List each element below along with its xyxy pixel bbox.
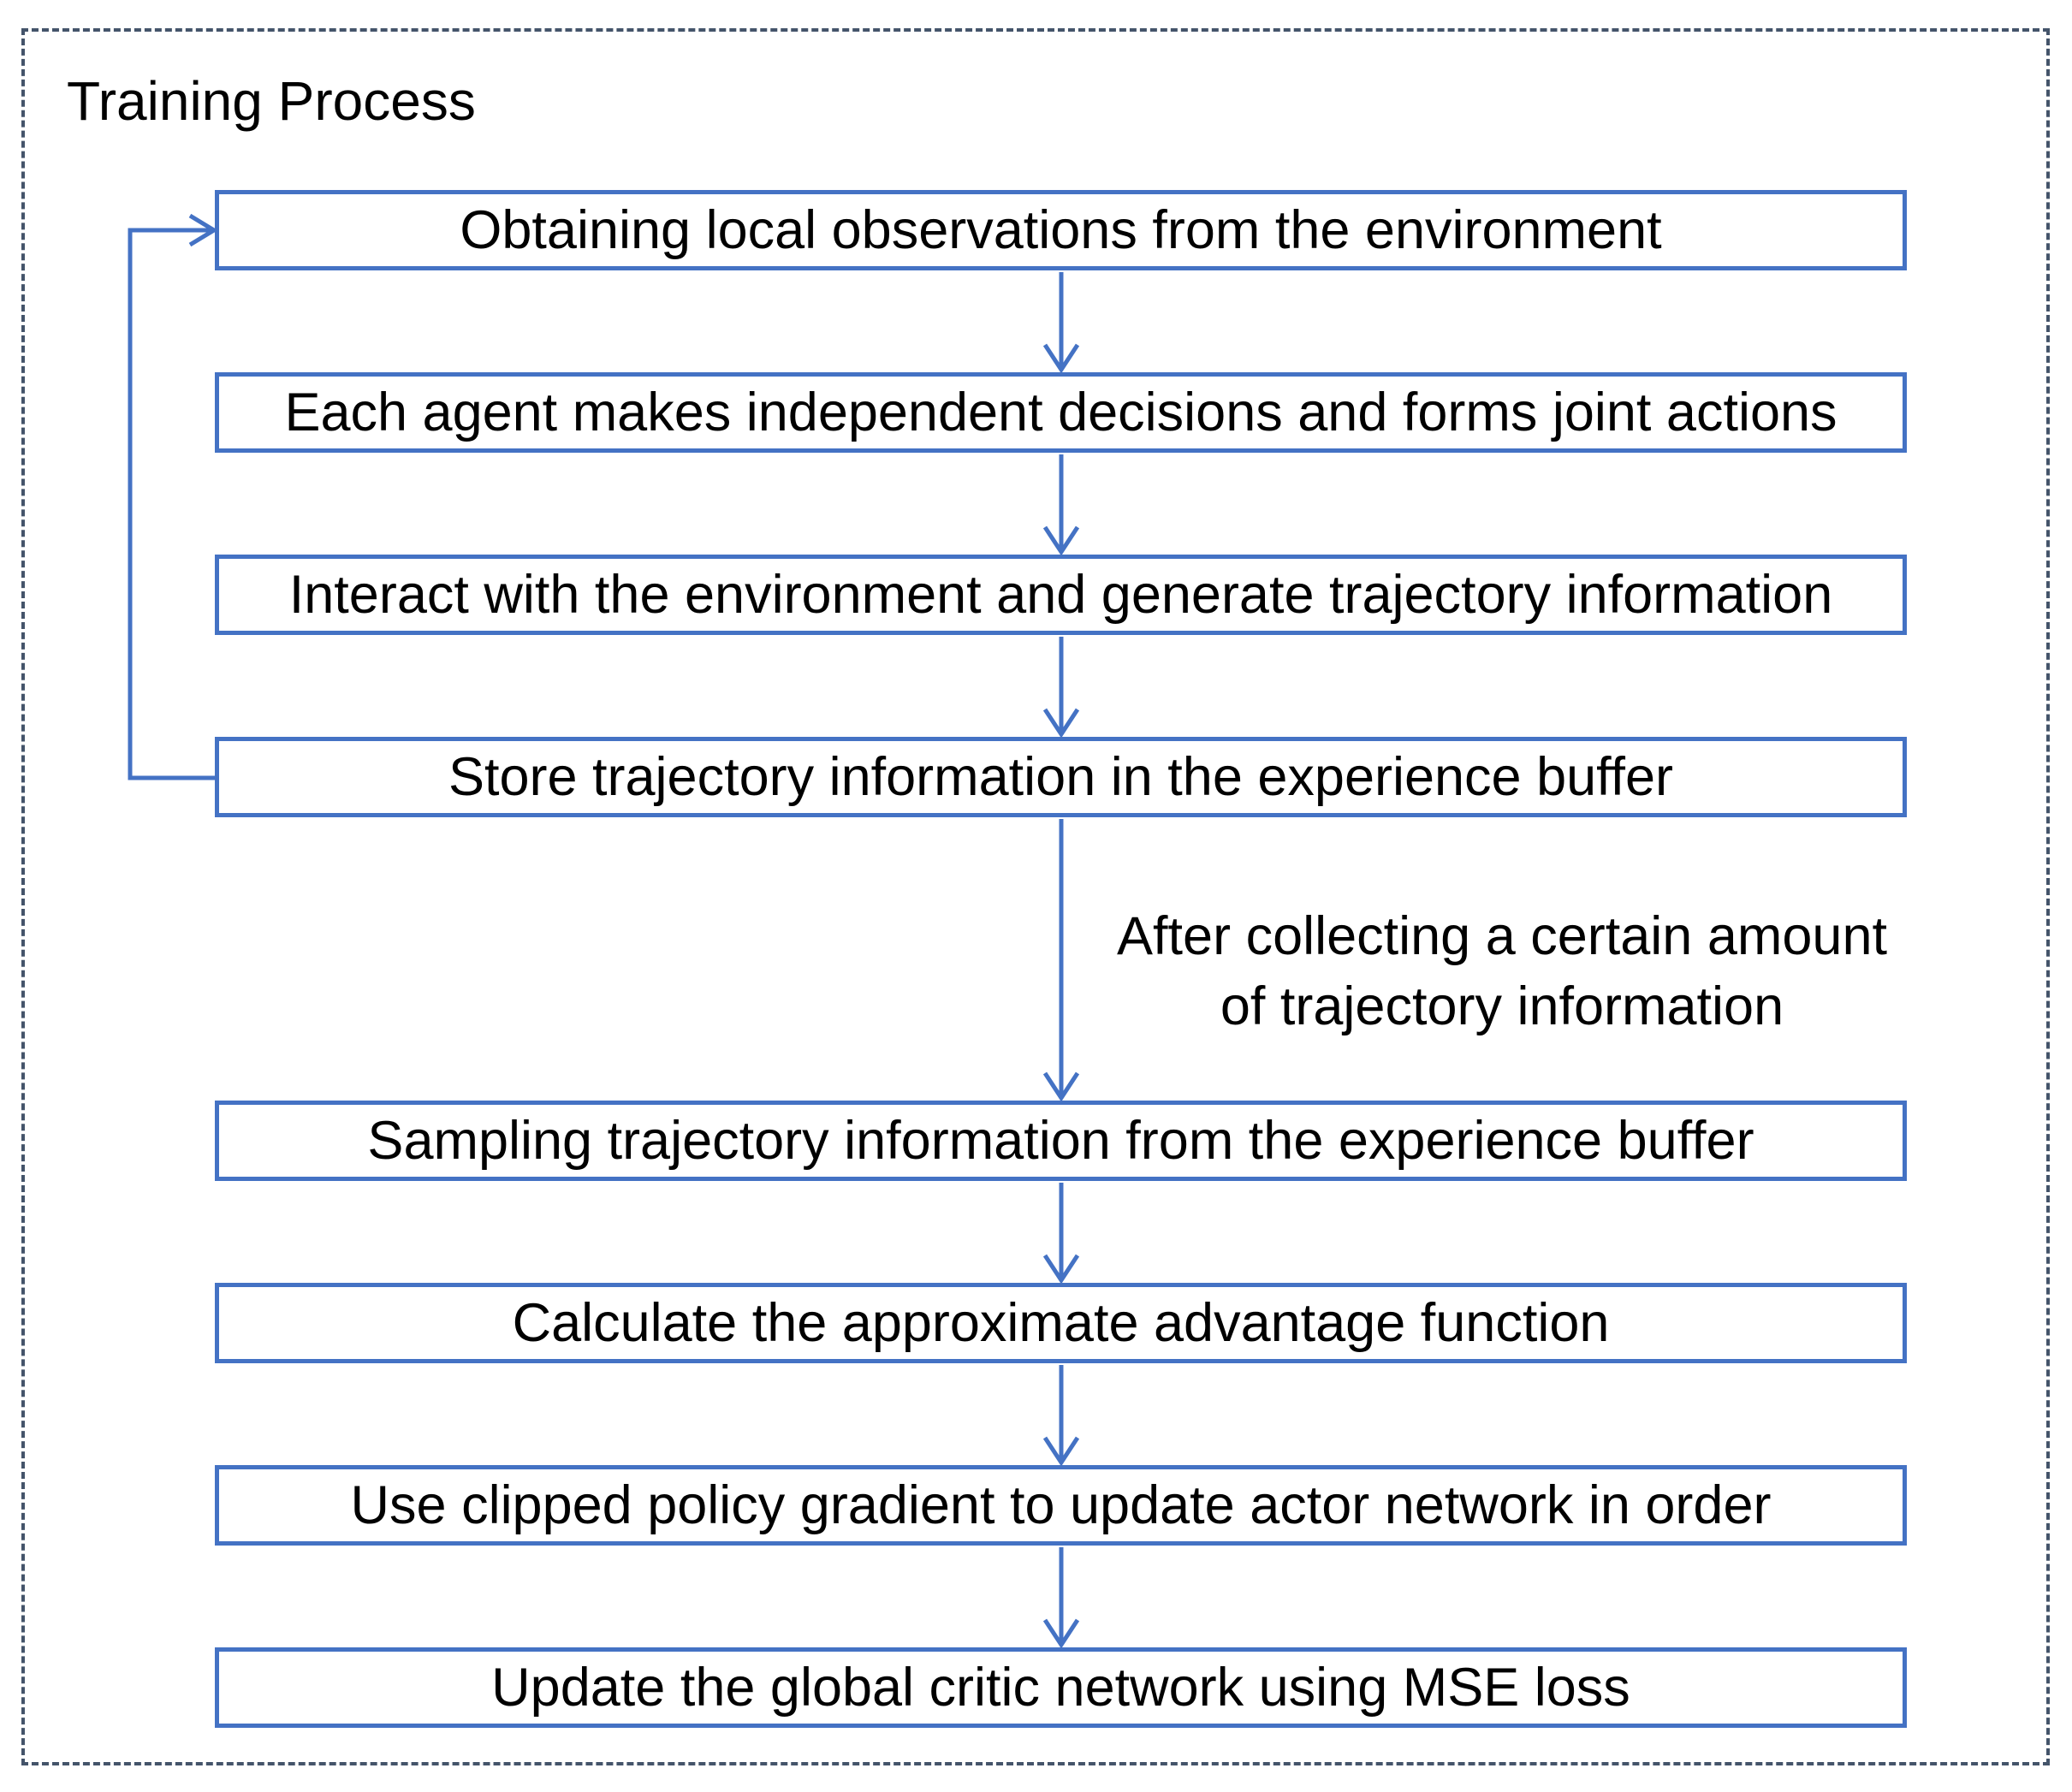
step-label: Interact with the environment and genera…: [288, 565, 1833, 625]
arrowhead-step6: [1042, 1254, 1080, 1285]
step-store-trajectory: Store trajectory information in the expe…: [215, 737, 1907, 817]
arrowhead-step4: [1042, 708, 1080, 739]
step-update-actor: Use clipped policy gradient to update ac…: [215, 1465, 1907, 1546]
arrowhead-step2: [1042, 343, 1080, 374]
step-label: Each agent makes independent decisions a…: [284, 383, 1837, 442]
arrowhead-step7: [1042, 1436, 1080, 1467]
step-label: Calculate the approximate advantage func…: [512, 1293, 1610, 1353]
arrowhead-step5: [1042, 1071, 1080, 1102]
step-label: Store trajectory information in the expe…: [448, 747, 1674, 807]
step-update-critic: Update the global critic network using M…: [215, 1647, 1907, 1728]
step-label: Update the global critic network using M…: [491, 1658, 1630, 1718]
step-interact-environment: Interact with the environment and genera…: [215, 555, 1907, 635]
annotation-line-1: After collecting a certain amount: [1117, 906, 1887, 966]
step-label: Use clipped policy gradient to update ac…: [350, 1475, 1772, 1535]
loop-arrowhead-step1: [188, 213, 218, 247]
step-advantage-function: Calculate the approximate advantage func…: [215, 1283, 1907, 1363]
annotation-line-2: of trajectory information: [1220, 976, 1784, 1036]
step-sample-trajectory: Sampling trajectory information from the…: [215, 1101, 1907, 1181]
training-process-frame: [21, 28, 2050, 1765]
arrowhead-step3: [1042, 525, 1080, 556]
arrowhead-step8: [1042, 1618, 1080, 1649]
loop-arrow-step4-to-step1: [128, 228, 215, 780]
collection-condition-annotation: After collecting a certain amount of tra…: [1087, 901, 1917, 1041]
step-label: Obtaining local observations from the en…: [460, 200, 1662, 260]
step-label: Sampling trajectory information from the…: [367, 1111, 1754, 1171]
diagram-title: Training Process: [67, 70, 476, 132]
step-agent-decisions: Each agent makes independent decisions a…: [215, 372, 1907, 453]
step-obtain-observations: Obtaining local observations from the en…: [215, 190, 1907, 270]
